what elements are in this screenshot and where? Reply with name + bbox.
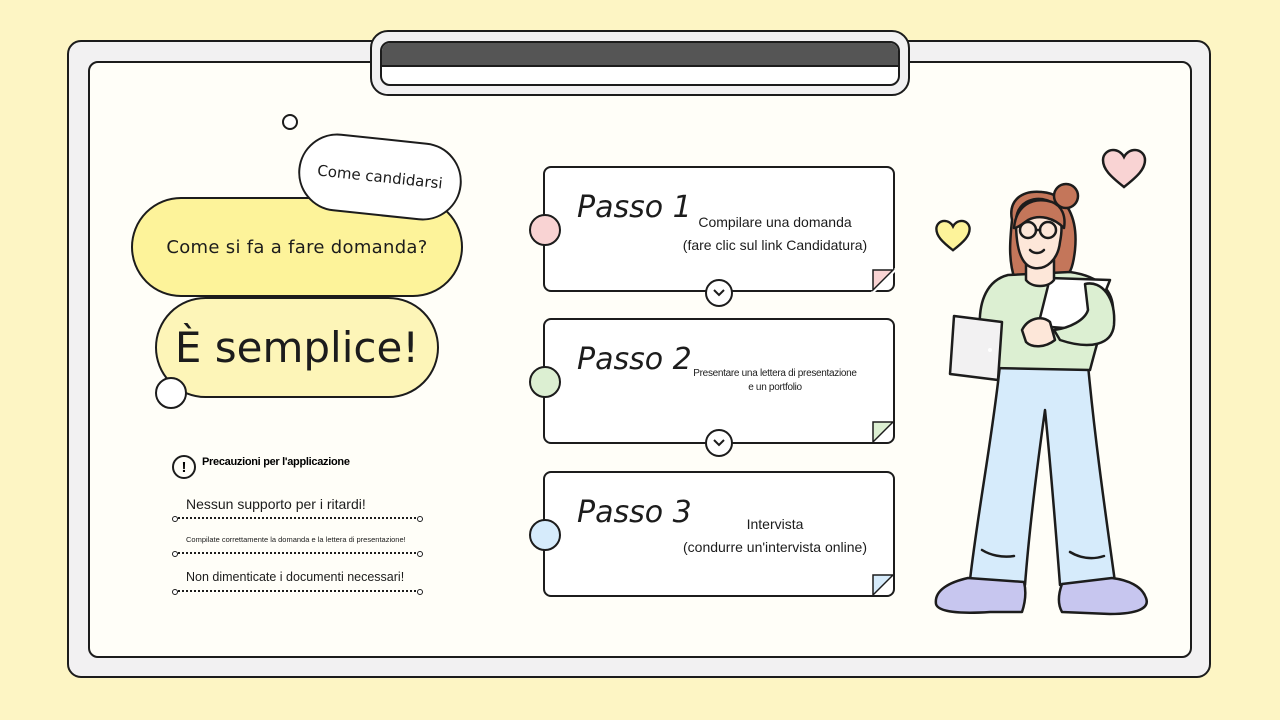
person-illustration xyxy=(934,182,1148,616)
step-card-2: Passo 2 Presentare una lettera di presen… xyxy=(529,318,895,444)
step-marker xyxy=(529,519,561,551)
step-description: Intervista(condurre un'intervista online… xyxy=(683,516,867,555)
step-card-1: Passo 1 Compilare una domanda(fare clic … xyxy=(529,166,895,292)
heart-icon xyxy=(935,219,971,252)
headline-pill: È semplice! xyxy=(155,297,439,398)
step-title: Passo 2 xyxy=(577,342,692,377)
circle-decoration xyxy=(155,377,187,409)
step-marker xyxy=(529,366,561,398)
heart-icon xyxy=(1101,148,1147,189)
step-title: Passo 3 xyxy=(577,495,692,530)
precaution-item: Non dimenticate i documenti necessari! xyxy=(172,570,423,595)
chevron-down-icon xyxy=(705,429,733,457)
chevron-down-icon xyxy=(705,279,733,307)
step-card-3: Passo 3 Intervista(condurre un'intervist… xyxy=(529,471,895,597)
precaution-item: Compilate correttamente la domanda e la … xyxy=(172,535,423,557)
step-marker xyxy=(529,214,561,246)
step-description: Compilare una domanda(fare clic sul link… xyxy=(682,214,868,253)
small-circle-decoration xyxy=(282,114,298,130)
clipboard-clip xyxy=(370,30,910,96)
exclamation-icon: ! xyxy=(172,455,196,479)
step-title: Passo 1 xyxy=(577,190,692,225)
precautions-title: Precauzioni per l'applicazione xyxy=(202,456,350,468)
question-pill: Come si fa a fare domanda? xyxy=(131,197,463,297)
precaution-item: Nessun supporto per i ritardi! xyxy=(172,496,423,522)
